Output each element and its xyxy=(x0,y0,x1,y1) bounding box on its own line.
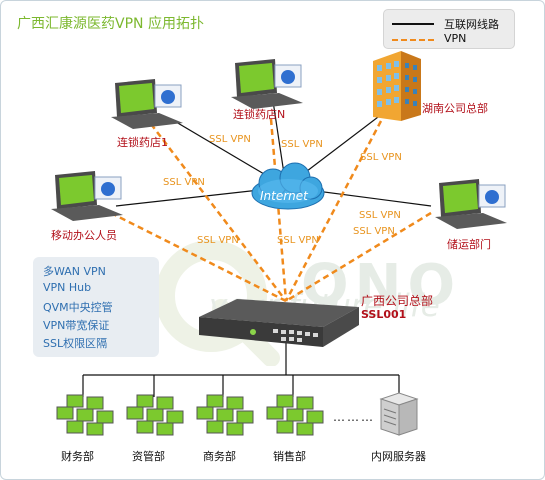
vpn-line-swatch xyxy=(392,39,434,41)
hunan-hq-label: 湖南公司总部 xyxy=(422,102,488,115)
ssl-vpn-label: SSL VPN xyxy=(353,226,395,237)
ssl-vpn-label: SSL VPN xyxy=(197,235,239,246)
dept-label-business: 商务部 xyxy=(203,450,236,463)
gateway-model-label: SSL001 xyxy=(361,308,407,321)
asset-pc-cluster-icon xyxy=(126,394,184,436)
ssl-vpn-label: SSL VPN xyxy=(209,134,251,145)
sales-pc-cluster-icon xyxy=(266,394,324,436)
store1-label: 连锁药店1 xyxy=(117,136,168,149)
feature-item: VPN带宽保证 xyxy=(43,319,110,332)
feature-item: SSL权限区隔 xyxy=(43,337,108,350)
features-panel: 多WAN VPN VPN Hub QVM中央控管 VPN带宽保证 SSL权限区隔 xyxy=(33,257,159,357)
diagram-title: 广西汇康源医药VPN 应用拓扑 xyxy=(17,16,204,32)
ssl-vpn-label: SSL VPN xyxy=(277,235,319,246)
legend-label: 互联网线路 xyxy=(444,18,499,31)
server-icon xyxy=(379,392,419,436)
storeN-laptop-icon xyxy=(231,59,303,109)
internet-cloud-icon xyxy=(251,162,325,210)
business-pc-cluster-icon xyxy=(196,394,254,436)
ssl-vpn-label: SSL VPN xyxy=(281,139,323,150)
dept-label-finance: 财务部 xyxy=(61,450,94,463)
legend-label: VPN xyxy=(444,32,467,45)
store1-laptop-icon xyxy=(111,79,183,129)
dept-label-sales: 销售部 xyxy=(273,450,306,463)
storeN-label: 连锁药店N xyxy=(233,108,286,121)
dept-label-server: 内网服务器 xyxy=(371,450,426,463)
legend-item-internet: 互联网线路 xyxy=(392,16,512,32)
legend: 互联网线路 VPN xyxy=(383,9,515,49)
internet-label: Internet xyxy=(260,189,308,203)
feature-item: 多WAN VPN xyxy=(43,265,106,278)
vpn-router-icon xyxy=(199,299,359,347)
ellipsis: ……… xyxy=(333,410,375,424)
internet-line-swatch xyxy=(392,23,434,25)
logistics-laptop-icon xyxy=(435,179,507,229)
mobile-office-label: 移动办公人员 xyxy=(51,229,117,242)
feature-item: VPN Hub xyxy=(43,281,92,294)
legend-item-vpn: VPN xyxy=(392,32,512,48)
mobile-laptop-icon xyxy=(51,171,123,221)
dept-label-asset: 资管部 xyxy=(132,450,165,463)
gateway-label: 广西公司总部 xyxy=(361,294,434,308)
logistics-label: 储运部门 xyxy=(447,238,491,251)
finance-pc-cluster-icon xyxy=(56,394,114,436)
ssl-vpn-label: SSL VPN xyxy=(360,152,402,163)
building-icon xyxy=(373,51,421,121)
ssl-vpn-label: SSL VPN xyxy=(163,177,205,188)
feature-item: QVM中央控管 xyxy=(43,301,113,314)
ssl-vpn-label: SSL VPN xyxy=(359,210,401,221)
